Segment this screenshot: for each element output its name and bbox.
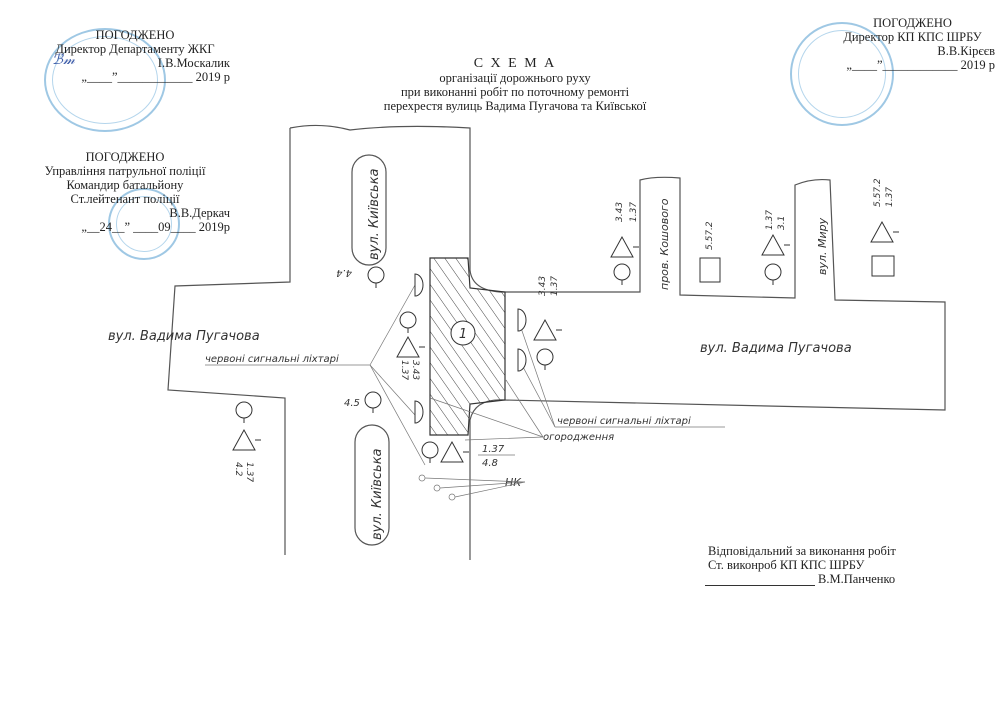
- sign-code: 1.37: [765, 210, 775, 230]
- sign-code: 4.8: [482, 458, 498, 469]
- work-zone-hatched: [429, 257, 506, 436]
- sign-circle-icon: [536, 348, 554, 371]
- island-kyivska-top: [351, 154, 387, 266]
- approval-date: „__24__” ____09____ 2019р: [81, 220, 230, 234]
- road-outline: [167, 124, 946, 560]
- sign-code: 4.2: [233, 462, 243, 477]
- approval-date: „____”____________ 2019 р: [846, 58, 995, 72]
- title-line1: організації дорожнього руху: [439, 71, 591, 85]
- sign-circle-icon: [421, 441, 439, 464]
- responsible-position: Ст. виконроб КП КПС ШРБУ: [708, 558, 865, 572]
- stamp-department: [44, 28, 166, 132]
- sign-code: 3.43: [615, 202, 625, 222]
- street-label-pugachova-right: вул. Вадима Пугачова: [700, 341, 852, 356]
- sign-triangle-icon: [761, 234, 791, 256]
- sign-triangle-icon: [610, 236, 640, 258]
- approval-department: ПОГОДЖЕНО Директор Департаменту ЖКГ І.В.…: [40, 28, 230, 84]
- sign-code: 1.37: [399, 360, 409, 380]
- sign-code: 5.57.2: [873, 178, 883, 207]
- signature-moskalyk: ℬ𝓂: [52, 52, 75, 68]
- approval-position: Директор КП КПС ШРБУ: [843, 30, 982, 44]
- red-lamp-icon: [517, 308, 527, 332]
- document-title: С Х Е М А організації дорожнього руху пр…: [350, 56, 680, 114]
- sign-circle-icon: [364, 391, 382, 414]
- title-line3: перехрестя вулиць Вадима Пугачова та Киї…: [383, 99, 647, 113]
- approval-title: ПОГОДЖЕНО: [85, 150, 165, 164]
- responsible-title: Відповідальний за виконання робіт: [708, 544, 896, 558]
- street-label-kyivska-bottom: вул. Київська: [370, 448, 385, 540]
- sign-code: 1.37: [629, 202, 639, 222]
- approval-date: „____”____________ 2019 р: [81, 70, 230, 84]
- work-zone-marker: [450, 320, 476, 346]
- sign-circle-icon: [235, 401, 253, 424]
- approval-title: ПОГОДЖЕНО: [95, 28, 175, 42]
- sign-circle-icon: [764, 263, 782, 286]
- red-lamp-icon: [517, 348, 527, 372]
- responsible-block: Відповідальний за виконання робіт Ст. ви…: [708, 544, 948, 586]
- red-lamp-icon: [414, 273, 424, 297]
- signs: 4.4 3.43 1.37 4.5 1.37 4.8 3.43 1.37 4.2…: [232, 178, 900, 482]
- sign-triangle-icon: [533, 319, 563, 341]
- approval-kps: ПОГОДЖЕНО Директор КП КПС ШРБУ В.В.Кірєє…: [830, 16, 995, 72]
- stamp-kps: [790, 22, 894, 126]
- sign-code: 1.37: [244, 462, 254, 482]
- title-line2: при виконанні робіт по поточному ремонті: [400, 85, 630, 99]
- approval-police: ПОГОДЖЕНО Управління патрульної поліції …: [20, 150, 230, 234]
- sign-circle-icon: [367, 266, 385, 289]
- sign-code: 4.4: [336, 267, 352, 278]
- approval-org: Управління патрульної поліції: [44, 164, 206, 178]
- street-label-pugachova-left: вул. Вадима Пугачова: [108, 329, 260, 344]
- approval-position: Директор Департаменту ЖКГ: [55, 42, 215, 56]
- sign-code: 1.37: [482, 444, 505, 455]
- street-label-kyivska-top: вул. Київська: [367, 168, 382, 260]
- street-label-myru: вул. Миру: [816, 217, 829, 275]
- sign-circle-icon: [613, 263, 631, 286]
- sign-code: 3.1: [777, 216, 787, 230]
- sign-circle-icon: [399, 311, 417, 334]
- sign-triangle-icon: [870, 221, 900, 243]
- approval-name: В.В.Деркач: [169, 206, 230, 220]
- label-red-lights-left: червоні сигнальні ліхтарі: [205, 353, 339, 365]
- approval-rank: Ст.лейтенант поліції: [70, 192, 180, 206]
- work-zone-number: 1: [459, 327, 467, 342]
- approval-name: І.В.Москалик: [157, 56, 230, 70]
- stamp-police: [108, 188, 180, 260]
- red-lamp-icon: [414, 400, 424, 424]
- approval-title: ПОГОДЖЕНО: [873, 16, 952, 30]
- responsible-name: В.М.Панченко: [818, 572, 896, 586]
- label-red-lights-right: червоні сигнальні ліхтарі: [557, 415, 691, 427]
- sign-code: 4.5: [344, 398, 360, 409]
- sign-triangle-icon: [440, 441, 470, 463]
- sign-code: 5.57.2: [705, 221, 715, 250]
- approval-position: Командир батальйону: [66, 178, 184, 192]
- manholes: [418, 474, 456, 501]
- title-main: С Х Е М А: [473, 56, 557, 71]
- sign-table-icon: [699, 257, 721, 283]
- island-kyivska-bottom: [354, 424, 390, 546]
- sign-code: 1.37: [885, 187, 895, 207]
- label-fencing: огородження: [543, 432, 614, 443]
- sign-triangle-icon: [396, 336, 426, 358]
- signature-line: [705, 585, 815, 586]
- sign-code: 3.43: [410, 360, 420, 380]
- sign-triangle-icon: [232, 429, 262, 451]
- sign-code: 1.37: [550, 276, 560, 296]
- approval-name: В.В.Кірєєв: [937, 44, 995, 58]
- street-label-koshovoho: пров. Кошового: [658, 198, 671, 290]
- sign-table-icon: [871, 255, 895, 277]
- sign-code: 3.43: [538, 276, 548, 296]
